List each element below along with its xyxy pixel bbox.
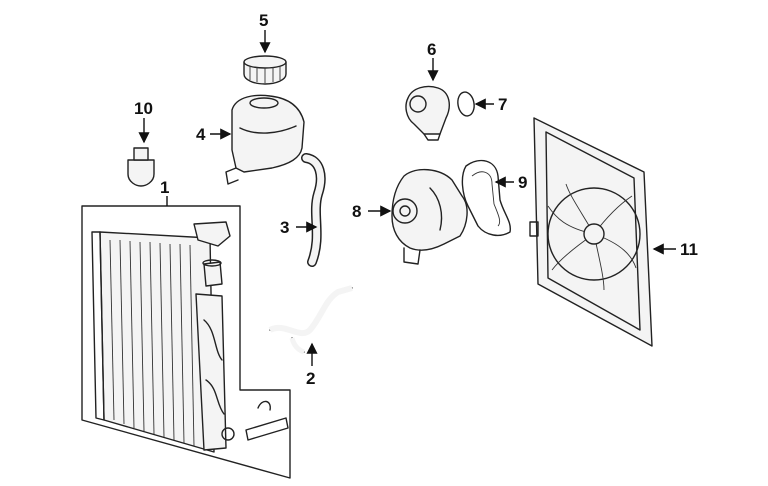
lower-radiator-hose xyxy=(268,285,353,366)
callout-10: 10 xyxy=(134,99,153,118)
callout-2: 2 xyxy=(306,369,315,388)
coolant-expansion-tank xyxy=(210,94,305,185)
callout-1: 1 xyxy=(160,178,169,197)
fan-hub xyxy=(583,223,605,245)
shroud-inner-frame xyxy=(545,131,641,331)
tank-seam xyxy=(239,125,297,134)
drain-fitting xyxy=(221,427,235,441)
water-pump-gasket xyxy=(461,159,514,237)
cooling-fan-shroud xyxy=(529,117,676,347)
tank-filler-neck xyxy=(249,97,279,109)
callout-6: 6 xyxy=(427,40,436,59)
pump-pulley xyxy=(392,198,418,224)
sensor-connector xyxy=(133,147,149,161)
callout-7: 7 xyxy=(498,95,507,114)
callout-4: 4 xyxy=(196,125,206,144)
thermostat-housing xyxy=(405,58,450,141)
upper-radiator-hose xyxy=(296,153,326,267)
thermostat-gasket xyxy=(457,91,494,117)
retaining-clip xyxy=(257,400,271,411)
coolant-temp-sensor xyxy=(127,118,155,187)
pump-outlet xyxy=(403,247,421,265)
radiator-neck-opening xyxy=(202,259,222,267)
pump-hub xyxy=(399,205,411,217)
drain-plug xyxy=(245,417,289,441)
callout-11: 11 xyxy=(680,240,698,259)
radiator-core xyxy=(99,231,215,453)
side-tank-detail xyxy=(203,319,225,415)
radiator-side-tank xyxy=(195,293,227,451)
radiator-bracket xyxy=(193,221,231,247)
radiator-neck xyxy=(203,261,223,287)
tank-outlet xyxy=(225,167,239,185)
water-pump xyxy=(368,169,468,265)
radiator-left-tank xyxy=(91,231,105,421)
callout-3: 3 xyxy=(280,218,289,237)
pump-body-ridge xyxy=(429,187,443,231)
radiator-outline-box xyxy=(81,205,291,479)
radiator-assembly xyxy=(81,196,291,479)
cap-grip-ridges xyxy=(249,66,281,83)
fan-ring xyxy=(547,187,641,281)
expansion-tank-cap xyxy=(243,30,287,85)
thermostat-port xyxy=(409,95,427,113)
radiator-fins xyxy=(109,239,195,447)
thermostat-base xyxy=(423,133,441,141)
callout-9: 9 xyxy=(518,173,527,192)
fan-motor-connector xyxy=(529,221,539,237)
callout-5: 5 xyxy=(259,11,268,30)
callout-8: 8 xyxy=(352,202,361,221)
